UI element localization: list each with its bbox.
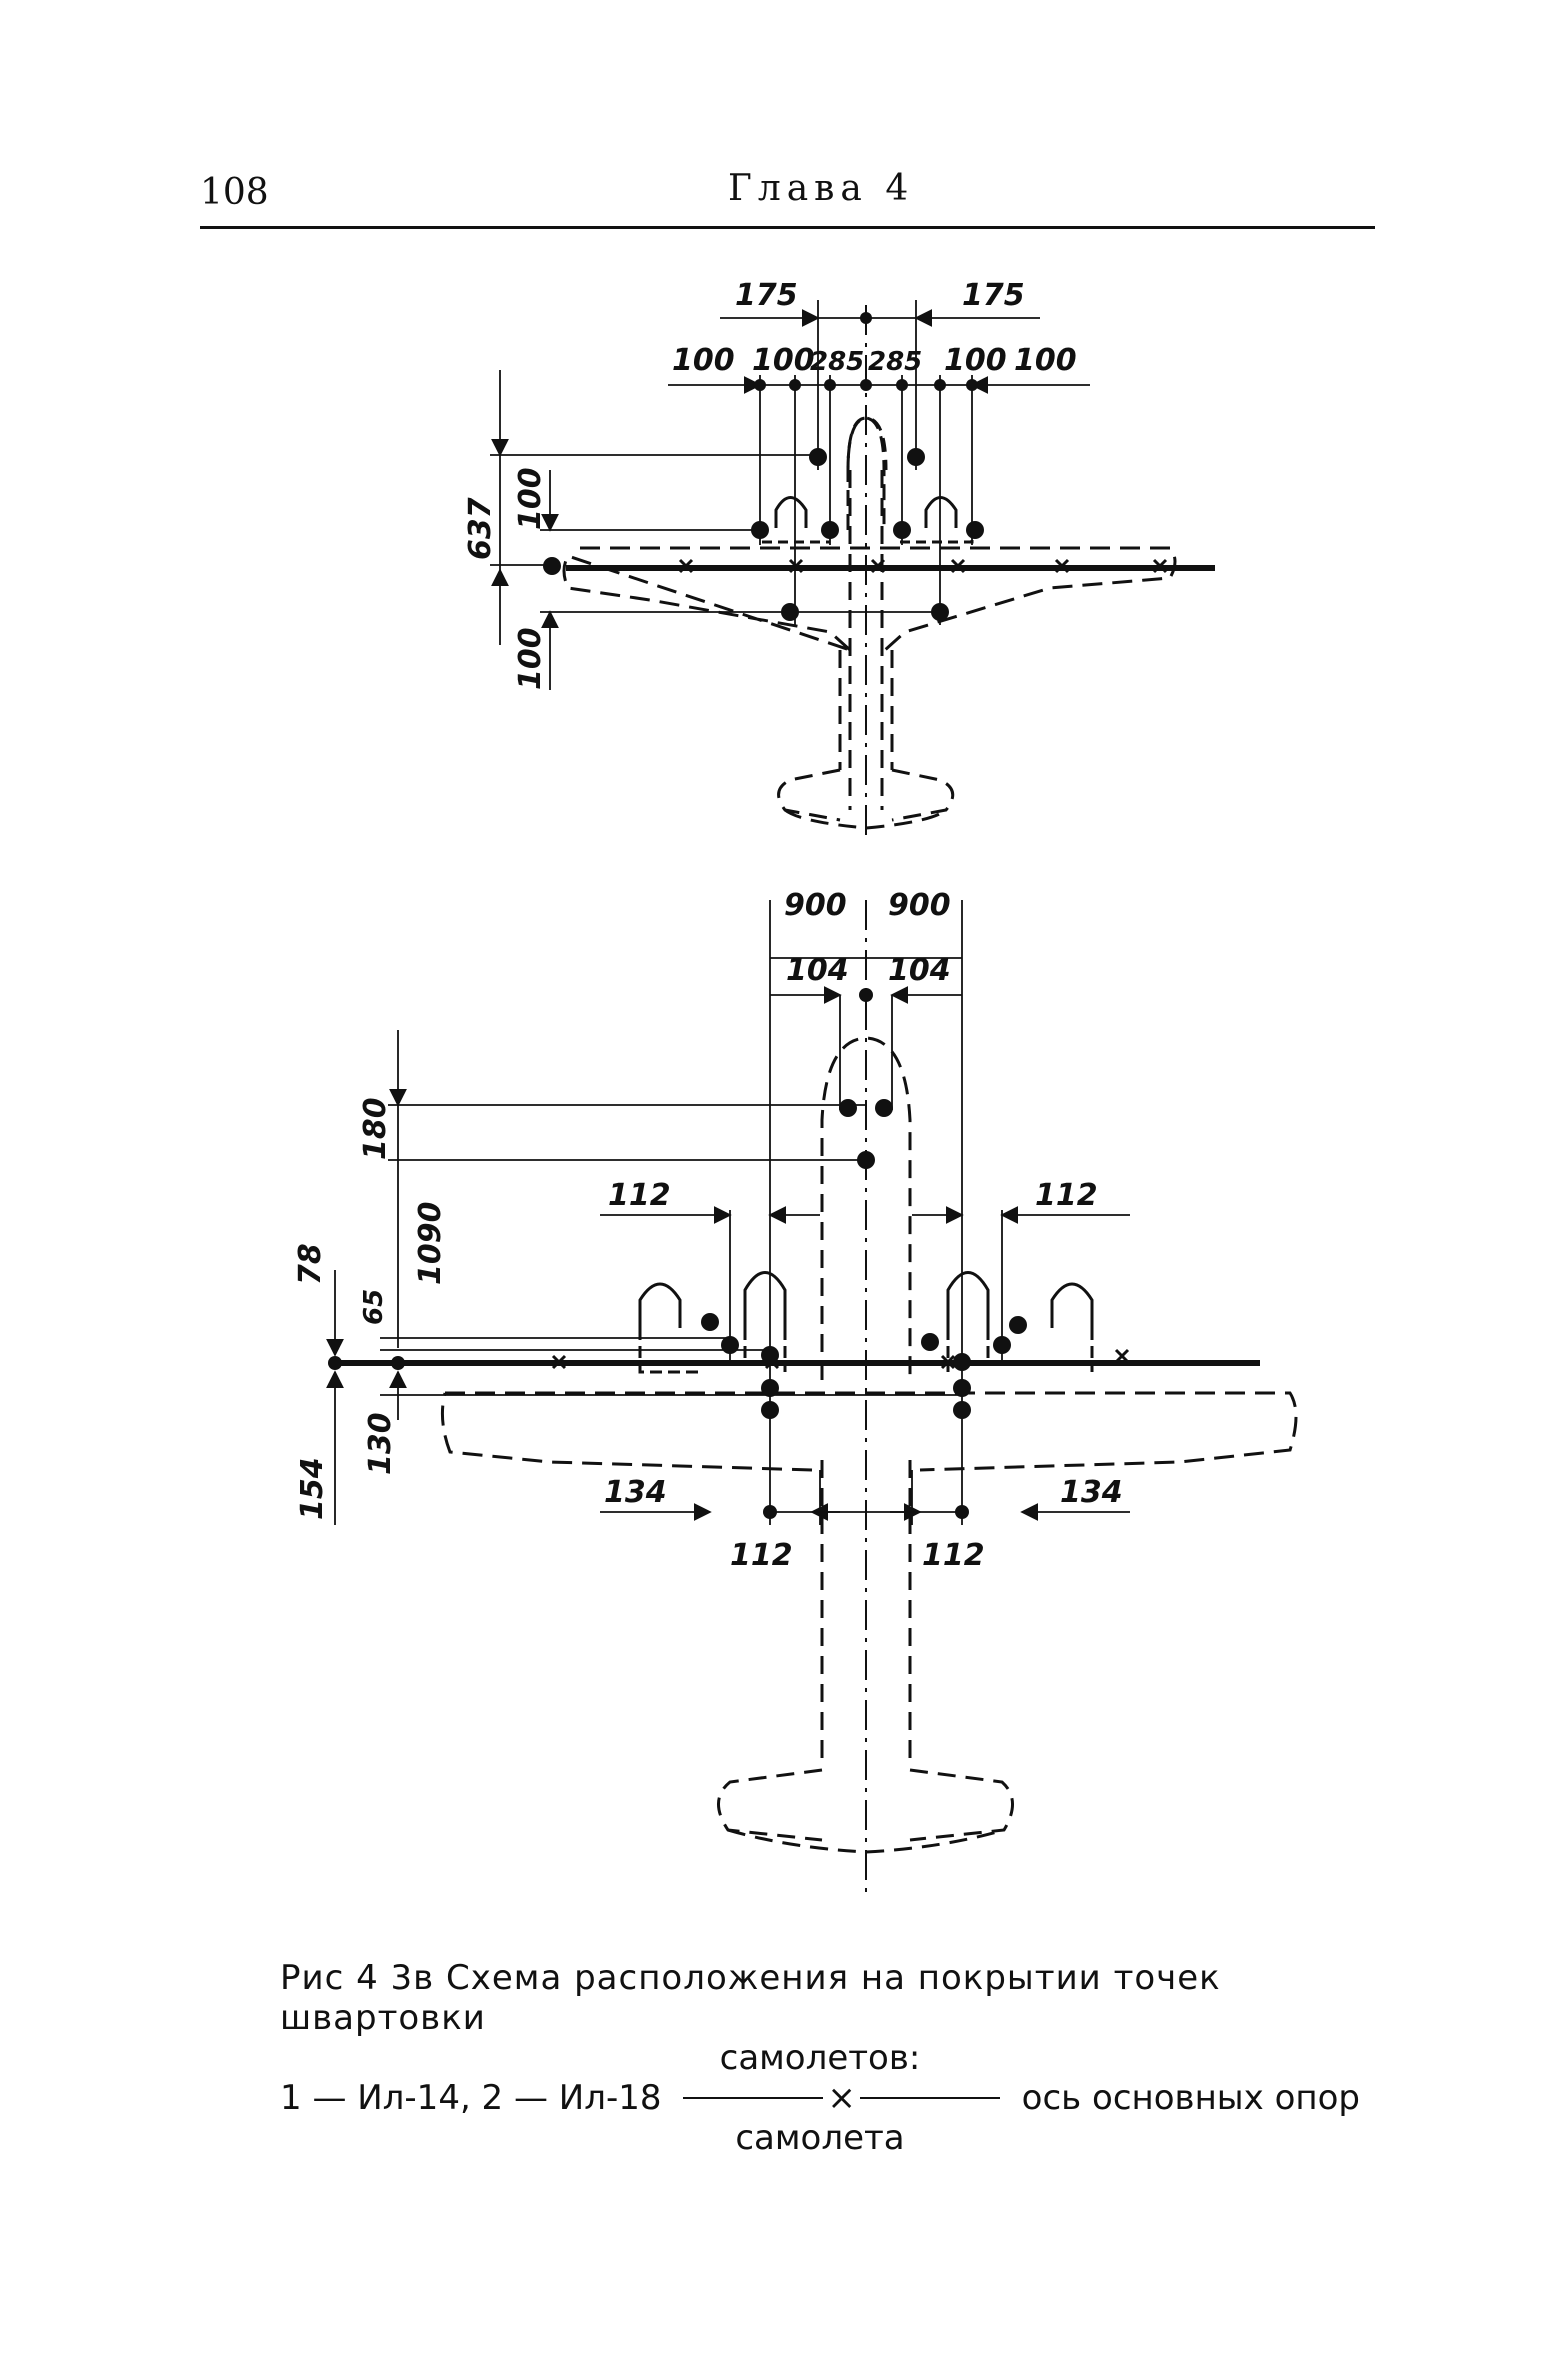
caption-line-4: самолета: [735, 2118, 905, 2158]
figure2-dimension-labels: 900 900 104 104 180 1090 78 65 130 154 1…: [293, 888, 1123, 1573]
page-number: 108: [200, 172, 269, 213]
dim-900-right: 900: [888, 888, 951, 923]
caption-line-1: Рис 4 3в Схема расположения на покрытии …: [280, 1958, 1221, 2038]
dim-180: 180: [358, 1097, 393, 1160]
caption-line-2: самолетов:: [719, 2038, 921, 2078]
caption-line-3: 1 — Ил-14, 2 — Ил-18 × ось основных опор: [280, 2078, 1360, 2118]
caption-legend-text: ось основных опор: [1021, 2078, 1360, 2118]
figure-drawings: 175 175 100 100 285 285 100 100 637 100 …: [293, 278, 1298, 1900]
chapter-title: Глава 4: [728, 168, 915, 209]
dim-112-bot-left: 112: [730, 1538, 793, 1573]
figure-caption: Рис 4 3в Схема расположения на покрытии …: [280, 1958, 1360, 2158]
figure-il14: [490, 300, 1215, 838]
dim-637: 637: [463, 497, 498, 560]
dim-104-left: 104: [786, 953, 849, 988]
dim-1090: 1090: [413, 1202, 448, 1286]
legend-line-left: [683, 2097, 824, 2099]
figure1-dimension-labels: 175 175 100 100 285 285 100 100 637 100 …: [463, 278, 1077, 690]
dim-112-mid-right: 112: [1035, 1178, 1098, 1213]
dim-65: 65: [359, 1289, 389, 1325]
dim-104-right: 104: [888, 953, 951, 988]
dim-130: 130: [363, 1412, 398, 1475]
header-rule: [200, 226, 1375, 229]
dim-100-left-a: 100: [513, 467, 548, 530]
dim-78: 78: [293, 1243, 328, 1285]
legend-line-right: [859, 2097, 1000, 2099]
dim-285-b: 285: [868, 347, 922, 377]
x-mark-icon: ×: [827, 2078, 856, 2118]
figure-il18: [326, 900, 1298, 1900]
dim-175-left: 175: [735, 278, 798, 313]
dim-134-right: 134: [1060, 1475, 1123, 1510]
dim-154: 154: [295, 1457, 330, 1520]
dim-100-a: 100: [672, 343, 735, 378]
dim-112-bot-right: 112: [922, 1538, 985, 1573]
dim-100-b: 100: [752, 343, 815, 378]
dim-100-left-b: 100: [513, 627, 548, 690]
dim-100-c: 100: [944, 343, 1007, 378]
dim-134-left: 134: [604, 1475, 667, 1510]
dim-175-right: 175: [962, 278, 1025, 313]
dim-900-left: 900: [784, 888, 847, 923]
dim-100-d: 100: [1014, 343, 1077, 378]
dim-285-a: 285: [810, 347, 864, 377]
dim-112-mid-left: 112: [608, 1178, 671, 1213]
legend-gear-axis: ×: [683, 2078, 1000, 2118]
caption-aircraft-list: 1 — Ил-14, 2 — Ил-18: [280, 2078, 662, 2118]
